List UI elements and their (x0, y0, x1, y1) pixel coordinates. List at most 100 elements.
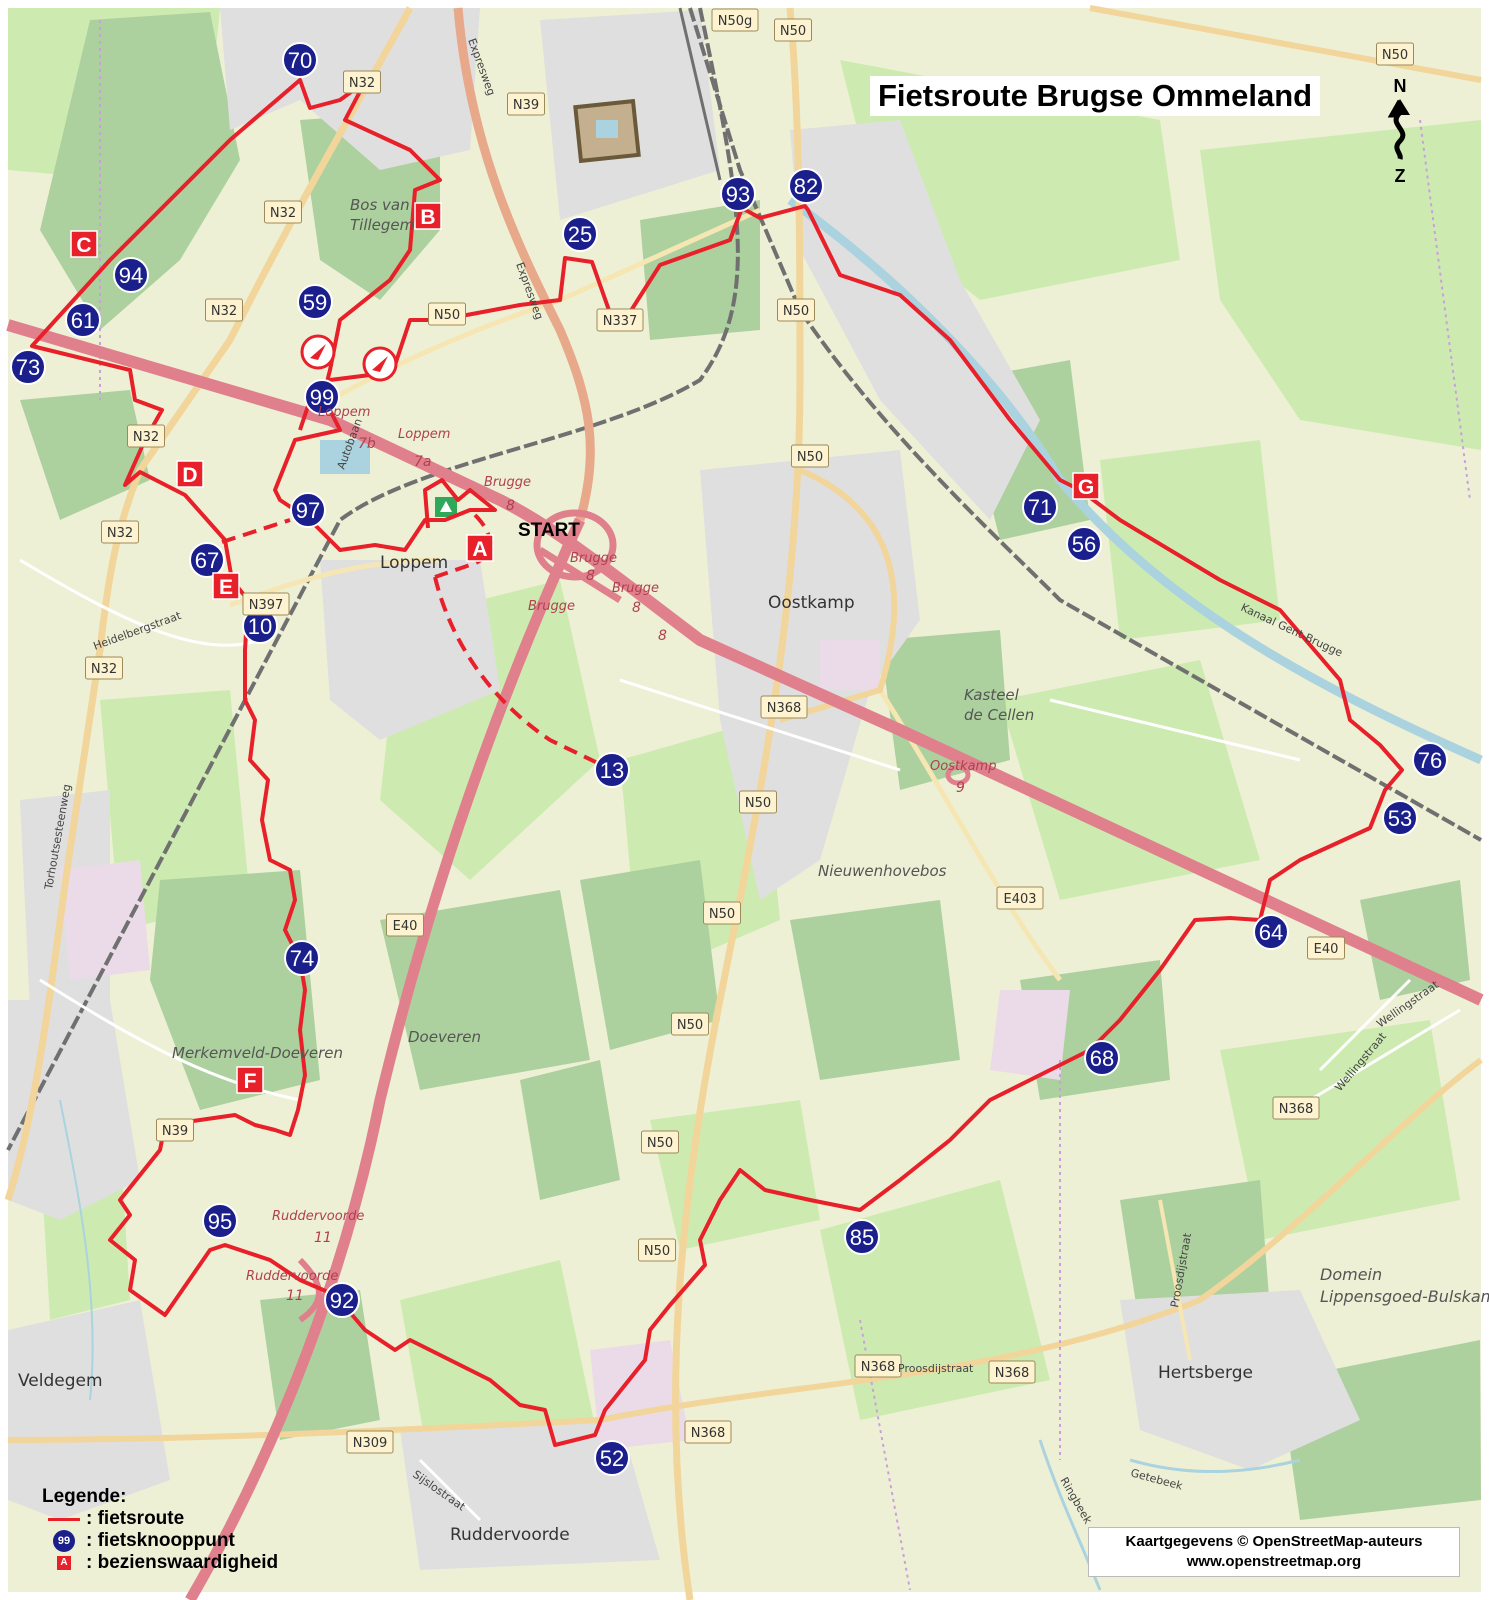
svg-text:76: 76 (1418, 748, 1442, 773)
road-label: E40 (1307, 936, 1345, 960)
node-95[interactable]: 95 (202, 1203, 238, 1239)
svg-text:61: 61 (71, 308, 95, 333)
road-label: N50 (428, 302, 466, 326)
svg-text:G: G (1078, 476, 1094, 499)
legend-item-route: : fietsroute (42, 1508, 278, 1530)
node-56[interactable]: 56 (1066, 526, 1102, 562)
svg-text:71: 71 (1028, 495, 1052, 520)
node-82[interactable]: 82 (788, 168, 824, 204)
road-label: N32 (205, 298, 243, 322)
node-53[interactable]: 53 (1382, 800, 1418, 836)
place-label: Bos van (350, 196, 410, 214)
road-label: N50 (638, 1238, 676, 1262)
svg-text:N50: N50 (797, 450, 823, 465)
attribution-url: www.openstreetmap.org (1186, 1553, 1362, 1570)
place-label: Domein (1320, 1265, 1382, 1284)
road-layer (4, 5, 1484, 1600)
place-label: Brugge (484, 475, 531, 490)
svg-text:N50g: N50g (718, 14, 753, 29)
road-label: N32 (343, 70, 381, 94)
place-label: Loppem (318, 405, 370, 420)
road-label: N50 (1376, 42, 1414, 66)
poi-B[interactable]: B (414, 202, 442, 230)
road-label: N50 (703, 901, 741, 925)
svg-text:85: 85 (850, 1225, 874, 1250)
residential-layer (8, 8, 1360, 1570)
svg-text:68: 68 (1090, 1046, 1114, 1071)
legend-heading: Legende: (42, 1486, 127, 1507)
node-97[interactable]: 97 (290, 492, 326, 528)
svg-text:N50: N50 (644, 1244, 670, 1259)
svg-text:A: A (472, 538, 487, 561)
svg-text:70: 70 (288, 48, 312, 73)
poi-E[interactable]: E (212, 572, 240, 600)
place-label: Ruddervoorde (272, 1209, 364, 1224)
place-label: Brugge (612, 581, 659, 596)
place-label: Loppem (380, 553, 448, 573)
start-label: START (518, 520, 580, 541)
poi-D[interactable]: D (176, 460, 204, 488)
road-label: N368 (684, 1420, 732, 1444)
compass: N Z (1380, 76, 1420, 187)
node-85[interactable]: 85 (844, 1219, 880, 1255)
node-73[interactable]: 73 (10, 349, 46, 385)
svg-text:N50: N50 (780, 24, 806, 39)
svg-text:C: C (76, 234, 91, 257)
node-25[interactable]: 25 (562, 216, 598, 252)
svg-text:N50: N50 (647, 1136, 673, 1151)
route-detours[interactable] (221, 513, 609, 770)
node-93[interactable]: 93 (720, 176, 756, 212)
road-label: E40 (386, 913, 424, 937)
poi-F[interactable]: F (236, 1066, 264, 1094)
road-label: N50 (791, 444, 829, 468)
svg-text:E403: E403 (1003, 892, 1036, 907)
node-92[interactable]: 92 (324, 1282, 360, 1318)
node-74[interactable]: 74 (284, 940, 320, 976)
svg-text:B: B (420, 206, 435, 229)
svg-text:N337: N337 (603, 314, 638, 329)
node-71[interactable]: 71 (1022, 489, 1058, 525)
legend-label: : bezienswaardigheid (86, 1552, 279, 1573)
road-label: N39 (156, 1118, 194, 1142)
cycle-route[interactable] (30, 78, 1404, 1447)
svg-text:E40: E40 (393, 919, 418, 934)
direction-arrow-icon (362, 346, 398, 382)
place-label: Lippensgoed-Bulskampveld (1320, 1287, 1489, 1306)
svg-text:N32: N32 (133, 430, 159, 445)
node-70[interactable]: 70 (282, 42, 318, 78)
road-label: N32 (85, 656, 123, 680)
node-76[interactable]: 76 (1412, 742, 1448, 778)
svg-text:67: 67 (195, 548, 219, 573)
node-61[interactable]: 61 (65, 302, 101, 338)
road-label: N32 (264, 200, 302, 224)
exit-label: 8 (506, 498, 515, 514)
road-label: N50 (774, 18, 812, 42)
route-line-icon (48, 1517, 80, 1521)
node-99[interactable]: 99 (304, 379, 340, 415)
place-label: Tillegem (350, 216, 414, 234)
road-label: E403 (996, 886, 1044, 910)
node-94[interactable]: 94 (113, 257, 149, 293)
node-52[interactable]: 52 (594, 1440, 630, 1476)
poi-C[interactable]: C (70, 230, 98, 258)
node-64[interactable]: 64 (1253, 914, 1289, 950)
node-68[interactable]: 68 (1084, 1040, 1120, 1076)
poi-A[interactable]: A (466, 534, 494, 562)
svg-text:D: D (182, 464, 197, 487)
node-59[interactable]: 59 (297, 284, 333, 320)
start-marker[interactable] (435, 497, 457, 517)
road-label: N368 (988, 1360, 1036, 1384)
node-10[interactable]: 10 (242, 608, 278, 644)
node-67[interactable]: 67 (189, 542, 225, 578)
poi-G[interactable]: G (1072, 472, 1100, 500)
legend-label: : fietsroute (86, 1508, 185, 1529)
road-label: N337 (596, 308, 644, 332)
compass-south-label: Z (1394, 166, 1406, 186)
svg-text:94: 94 (119, 263, 143, 288)
svg-text:N368: N368 (691, 1426, 726, 1441)
node-13[interactable]: 13 (594, 752, 630, 788)
road-label: N50 (777, 298, 815, 322)
svg-text:N32: N32 (211, 304, 237, 319)
